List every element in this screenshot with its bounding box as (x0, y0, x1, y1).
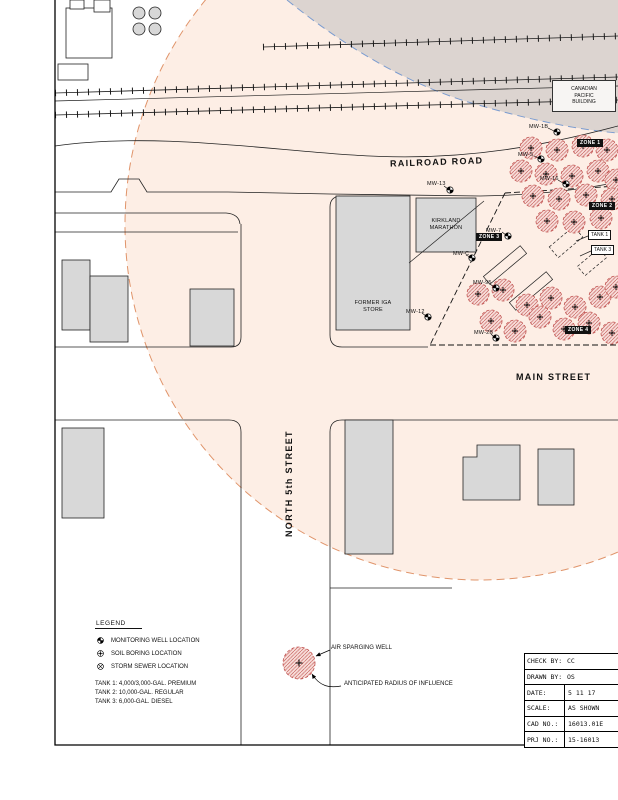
well-label: MW-16 (540, 176, 559, 182)
drawing-frame (54, 0, 618, 746)
monitoring-well-icon (97, 637, 104, 644)
title-block: CHECK BY: CC DRAWN BY: OS DATE: 5 11 17 … (524, 653, 618, 748)
well-label: MW-5 (518, 152, 534, 158)
tank-badge: TANK 1 (588, 230, 612, 240)
storage-tanks (132, 6, 162, 36)
zone-badge: ZONE 2 (589, 202, 616, 210)
buildings (57, 0, 575, 555)
radius-of-influence-label: ANTICIPATED RADIUS OF INFLUENCE (344, 681, 453, 687)
building-label: BUILDING (572, 99, 596, 106)
legend-item: SOIL BORING LOCATION (95, 647, 200, 660)
zone-badge: ZONE 3 (476, 233, 503, 241)
well-label: MW-1B (529, 124, 549, 130)
well-label: MW-13 (427, 181, 446, 187)
station-details (408, 200, 608, 311)
former-iga-store-label: FORMER IGA STORE (354, 300, 392, 314)
legend-item: MONITORING WELL LOCATION (95, 634, 200, 647)
well-label: MW-2B (474, 330, 494, 336)
well-label: MW-12 (406, 309, 425, 315)
former-iga-store-building (335, 195, 411, 331)
railroad-corridor-area (287, 0, 618, 133)
legend-item: STORM SEWER LOCATION (95, 660, 200, 673)
title-block-row: DATE: 5 11 17 (525, 684, 618, 701)
well-label: MW-C (453, 251, 470, 257)
storm-sewer-icon (97, 663, 104, 670)
canadian-pacific-building: CANADIAN PACIFIC BUILDING (552, 80, 616, 112)
kirkland-marathon-building (415, 197, 477, 253)
building-label: CANADIAN (571, 85, 597, 92)
soil-boring-icon (97, 650, 104, 657)
well-label: MW-95 (473, 280, 492, 286)
legend-sparging-example (282, 646, 342, 688)
title-block-row: DRAWN BY: OS (525, 668, 618, 685)
north-5th-street-label: NORTH 5th STREET (284, 430, 294, 537)
title-block-row: PRJ NO.: 15-16013 (525, 731, 618, 748)
railroad-arc (286, 0, 618, 134)
kirkland-marathon-label: KIRKLAND MARATHON (429, 217, 463, 231)
well-label: MW-7 (486, 228, 502, 234)
railroad-tracks (54, 32, 618, 119)
zone-badge: ZONE 4 (565, 326, 592, 334)
legend-title: LEGEND (95, 620, 142, 629)
zone-badge: ZONE 1 (577, 139, 604, 147)
building-label: PACIFIC (574, 92, 594, 99)
tank-notes: TANK 1: 4,000/3,000-GAL. PREMIUM TANK 2:… (95, 681, 197, 705)
main-street-label: MAIN STREET (516, 372, 592, 382)
title-block-row: CHECK BY: CC (527, 657, 575, 666)
legend: LEGEND MONITORING WELL LOCATION SOIL BOR… (95, 620, 200, 707)
title-block-row: SCALE: AS SHOWN (525, 700, 618, 716)
air-sparging-well-label: AIR SPARGING WELL (331, 645, 392, 651)
title-block-row: CAD NO.: 16013.01E (525, 715, 618, 732)
road-lines (54, 125, 618, 745)
well-leader-lines (421, 127, 564, 338)
tank-badge: TANK 3 (591, 245, 615, 255)
monitoring-wells (421, 127, 570, 342)
